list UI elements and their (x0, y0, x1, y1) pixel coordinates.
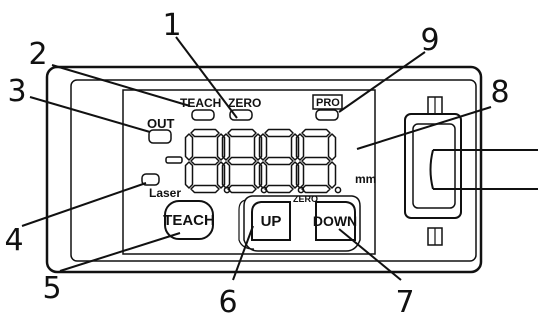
digit-3-segment-a (264, 128, 294, 138)
zero-indicator-label: ZERO (228, 96, 261, 110)
callout-9: 9 (420, 23, 439, 58)
digit-3-segment-g (264, 156, 294, 166)
digit-2-segment-c (253, 161, 263, 189)
digit-1-segment-g (190, 156, 220, 166)
leader-line-8 (356, 106, 492, 150)
digit-2-segment-d (227, 184, 257, 194)
up-button-label: UP (261, 213, 282, 230)
digit-3-segment-c (290, 161, 300, 189)
callout-1: 1 (162, 8, 181, 43)
callout-7: 7 (395, 285, 414, 320)
digit-2-segment-f (221, 133, 231, 161)
leader-line-7 (338, 228, 402, 281)
digit-2-segment-e (221, 161, 231, 189)
callout-5: 5 (42, 271, 61, 306)
leader-line-3 (29, 96, 151, 133)
callout-2: 2 (28, 37, 47, 72)
leader-line-4 (21, 182, 147, 227)
digit-1-segment-d (190, 184, 220, 194)
laser-indicator-label: Laser (149, 186, 181, 200)
teach-button[interactable]: TEACH (163, 200, 215, 240)
leader-line-1 (175, 36, 238, 119)
unit-label: mm (355, 172, 376, 186)
pro-indicator-label: PRO (316, 97, 340, 109)
leader-line-6 (232, 225, 254, 281)
digit-4-segment-d (301, 184, 331, 194)
up-down-button-group: ZERO (238, 194, 361, 252)
digit-4-segment-c (327, 161, 337, 189)
sensor-housing (45, 65, 483, 274)
zero-indicator-led (229, 109, 253, 121)
leader-line-2 (51, 64, 191, 107)
digit-1-segment-b (216, 133, 226, 161)
leader-line-9 (338, 51, 426, 113)
out-indicator-led (148, 129, 172, 144)
digit-1-segment-f (184, 133, 194, 161)
zero-combo-label: ZERO (293, 194, 318, 204)
down-button-label: DOWN (313, 213, 357, 229)
digit-2-segment-a (227, 128, 257, 138)
digit-4-segment-g (301, 156, 331, 166)
down-button[interactable]: DOWN (313, 201, 357, 241)
digit-1-segment-c (216, 161, 226, 189)
digit-4-decimal-point (334, 186, 342, 194)
seven-segment-display (184, 128, 342, 194)
callout-3: 3 (7, 74, 26, 109)
callout-8: 8 (490, 75, 509, 110)
digit-3-segment-b (290, 133, 300, 161)
minus-segment (165, 156, 183, 164)
callout-leader-lines (21, 36, 492, 281)
callout-6: 6 (218, 285, 237, 320)
teach-indicator-label: TEACH (180, 96, 221, 110)
digit-3-segment-d (264, 184, 294, 194)
laser-indicator-led (141, 173, 160, 186)
pro-indicator-led (315, 109, 339, 121)
digit-1-segment-a (190, 128, 220, 138)
digit-2-segment-b (253, 133, 263, 161)
digit-1-segment-e (184, 161, 194, 189)
up-button[interactable]: UP (251, 201, 291, 241)
digit-3-segment-f (258, 133, 268, 161)
teach-button-label: TEACH (163, 212, 215, 229)
digit-2-segment-g (227, 156, 257, 166)
cable-connector (404, 96, 538, 246)
digit-3-segment-e (258, 161, 268, 189)
teach-indicator-led (191, 109, 215, 121)
out-indicator-label: OUT (147, 116, 175, 131)
callout-4: 4 (4, 223, 23, 258)
digit-4-segment-a (301, 128, 331, 138)
digit-4-segment-e (295, 161, 305, 189)
leader-line-5 (59, 232, 181, 272)
digit-4-segment-f (295, 133, 305, 161)
pro-label-box (312, 94, 343, 110)
digit-4-segment-b (327, 133, 337, 161)
